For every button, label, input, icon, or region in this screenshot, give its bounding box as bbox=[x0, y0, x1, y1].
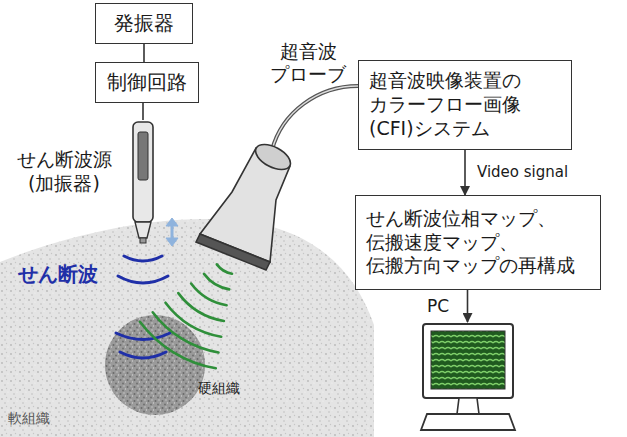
beam-arc bbox=[217, 264, 232, 273]
soft-tissue-label: 軟組織 bbox=[8, 410, 78, 427]
control-circuit-box: 制御回路 bbox=[95, 62, 199, 103]
pc-monitor bbox=[415, 322, 520, 434]
oscillator-box: 発振器 bbox=[95, 3, 193, 44]
beam-arc bbox=[178, 293, 224, 321]
shear-wave-fronts bbox=[116, 256, 170, 358]
vibration-arrow bbox=[166, 218, 178, 246]
ultrasound-beam bbox=[140, 264, 232, 368]
node-text: 超音波映像装置の カラーフロー画像 (CFI)システム bbox=[369, 69, 559, 140]
node-text: 制御回路 bbox=[107, 70, 187, 95]
pc-monitor-node: PC bbox=[415, 322, 520, 434]
probe-cable-inner bbox=[272, 86, 358, 150]
probe-label: 超音波 プローブ bbox=[262, 40, 354, 86]
beam-arc bbox=[166, 303, 222, 337]
connector-line bbox=[143, 44, 145, 62]
edge-label: Video signal bbox=[475, 163, 570, 181]
hard-tissue-label: 硬組織 bbox=[198, 380, 268, 397]
beam-arc bbox=[204, 274, 229, 290]
connector-arrow bbox=[464, 150, 466, 195]
connector-arrow bbox=[467, 290, 469, 322]
shear-wave-label: せん断波 bbox=[18, 262, 128, 286]
soft-tissue bbox=[0, 219, 374, 437]
node-text: せん断波源 (加振器) bbox=[4, 148, 124, 196]
connector-line bbox=[142, 103, 144, 120]
node-text: 発振器 bbox=[106, 11, 182, 36]
probe-cable bbox=[272, 86, 358, 150]
hard-tissue bbox=[105, 315, 205, 415]
beam-arc bbox=[140, 322, 216, 369]
node-text: PC bbox=[427, 296, 449, 317]
cfi-system-box: 超音波映像装置の カラーフロー画像 (CFI)システム bbox=[358, 60, 572, 150]
map-reconstruction-box: せん断波位相マップ、 伝搬速度マップ、 伝搬方向マップの再構成 bbox=[355, 195, 601, 290]
node-text: せん断波位相マップ、 伝搬速度マップ、 伝搬方向マップの再構成 bbox=[366, 207, 588, 278]
shear-wave-source: せん断波源 (加振器) bbox=[0, 120, 165, 245]
beam-arc bbox=[191, 284, 227, 306]
ultrasound-probe bbox=[196, 139, 294, 270]
